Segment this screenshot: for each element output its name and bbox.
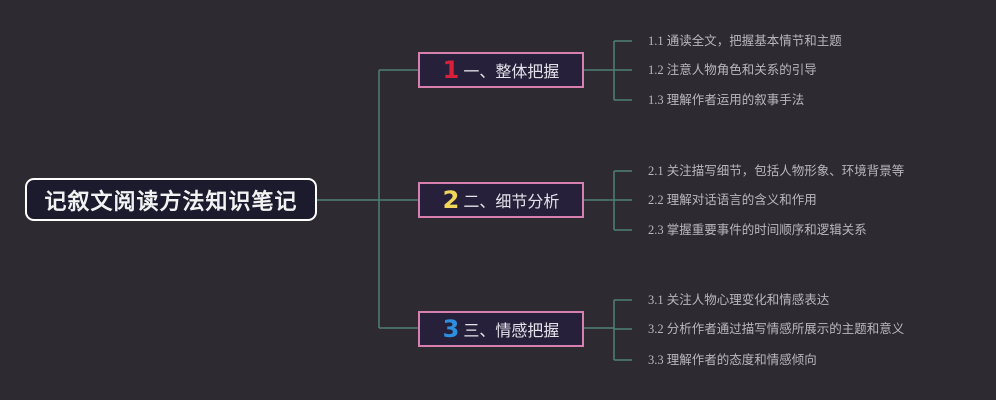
branch-label-1: 一、整体把握 bbox=[463, 62, 560, 81]
leaf-item-3-2[interactable]: 3.2 分析作者通过描写情感所展示的主题和意义 bbox=[648, 322, 905, 336]
branch-number-3: 3 bbox=[442, 315, 460, 343]
branch-number-1: 1 bbox=[442, 56, 460, 84]
branch-number-2: 2 bbox=[442, 186, 460, 214]
leaf-item-1-3[interactable]: 1.3 理解作者运用的叙事手法 bbox=[648, 93, 805, 107]
branch-node-2[interactable]: 2 二、细节分析 bbox=[418, 182, 584, 218]
leaf-item-2-1[interactable]: 2.1 关注描写细节，包括人物形象、环境背景等 bbox=[648, 164, 905, 178]
branch-label-2: 二、细节分析 bbox=[463, 192, 560, 211]
leaf-item-1-1[interactable]: 1.1 通读全文，把握基本情节和主题 bbox=[648, 34, 842, 48]
branch-label-3: 三、情感把握 bbox=[463, 321, 560, 340]
leaf-item-3-3[interactable]: 3.3 理解作者的态度和情感倾向 bbox=[648, 353, 817, 367]
root-title: 记叙文阅读方法知识笔记 bbox=[44, 189, 298, 215]
leaf-item-2-2[interactable]: 2.2 理解对话语言的含义和作用 bbox=[648, 193, 817, 207]
leaf-item-1-2[interactable]: 1.2 注意人物角色和关系的引导 bbox=[648, 63, 817, 77]
branch-node-3[interactable]: 3 三、情感把握 bbox=[418, 311, 584, 347]
branch-node-1[interactable]: 1 一、整体把握 bbox=[418, 52, 584, 88]
leaf-item-2-3[interactable]: 2.3 掌握重要事件的时间顺序和逻辑关系 bbox=[648, 223, 867, 237]
root-node[interactable]: 记叙文阅读方法知识笔记 bbox=[25, 178, 317, 221]
leaf-item-3-1[interactable]: 3.1 关注人物心理变化和情感表达 bbox=[648, 293, 830, 307]
